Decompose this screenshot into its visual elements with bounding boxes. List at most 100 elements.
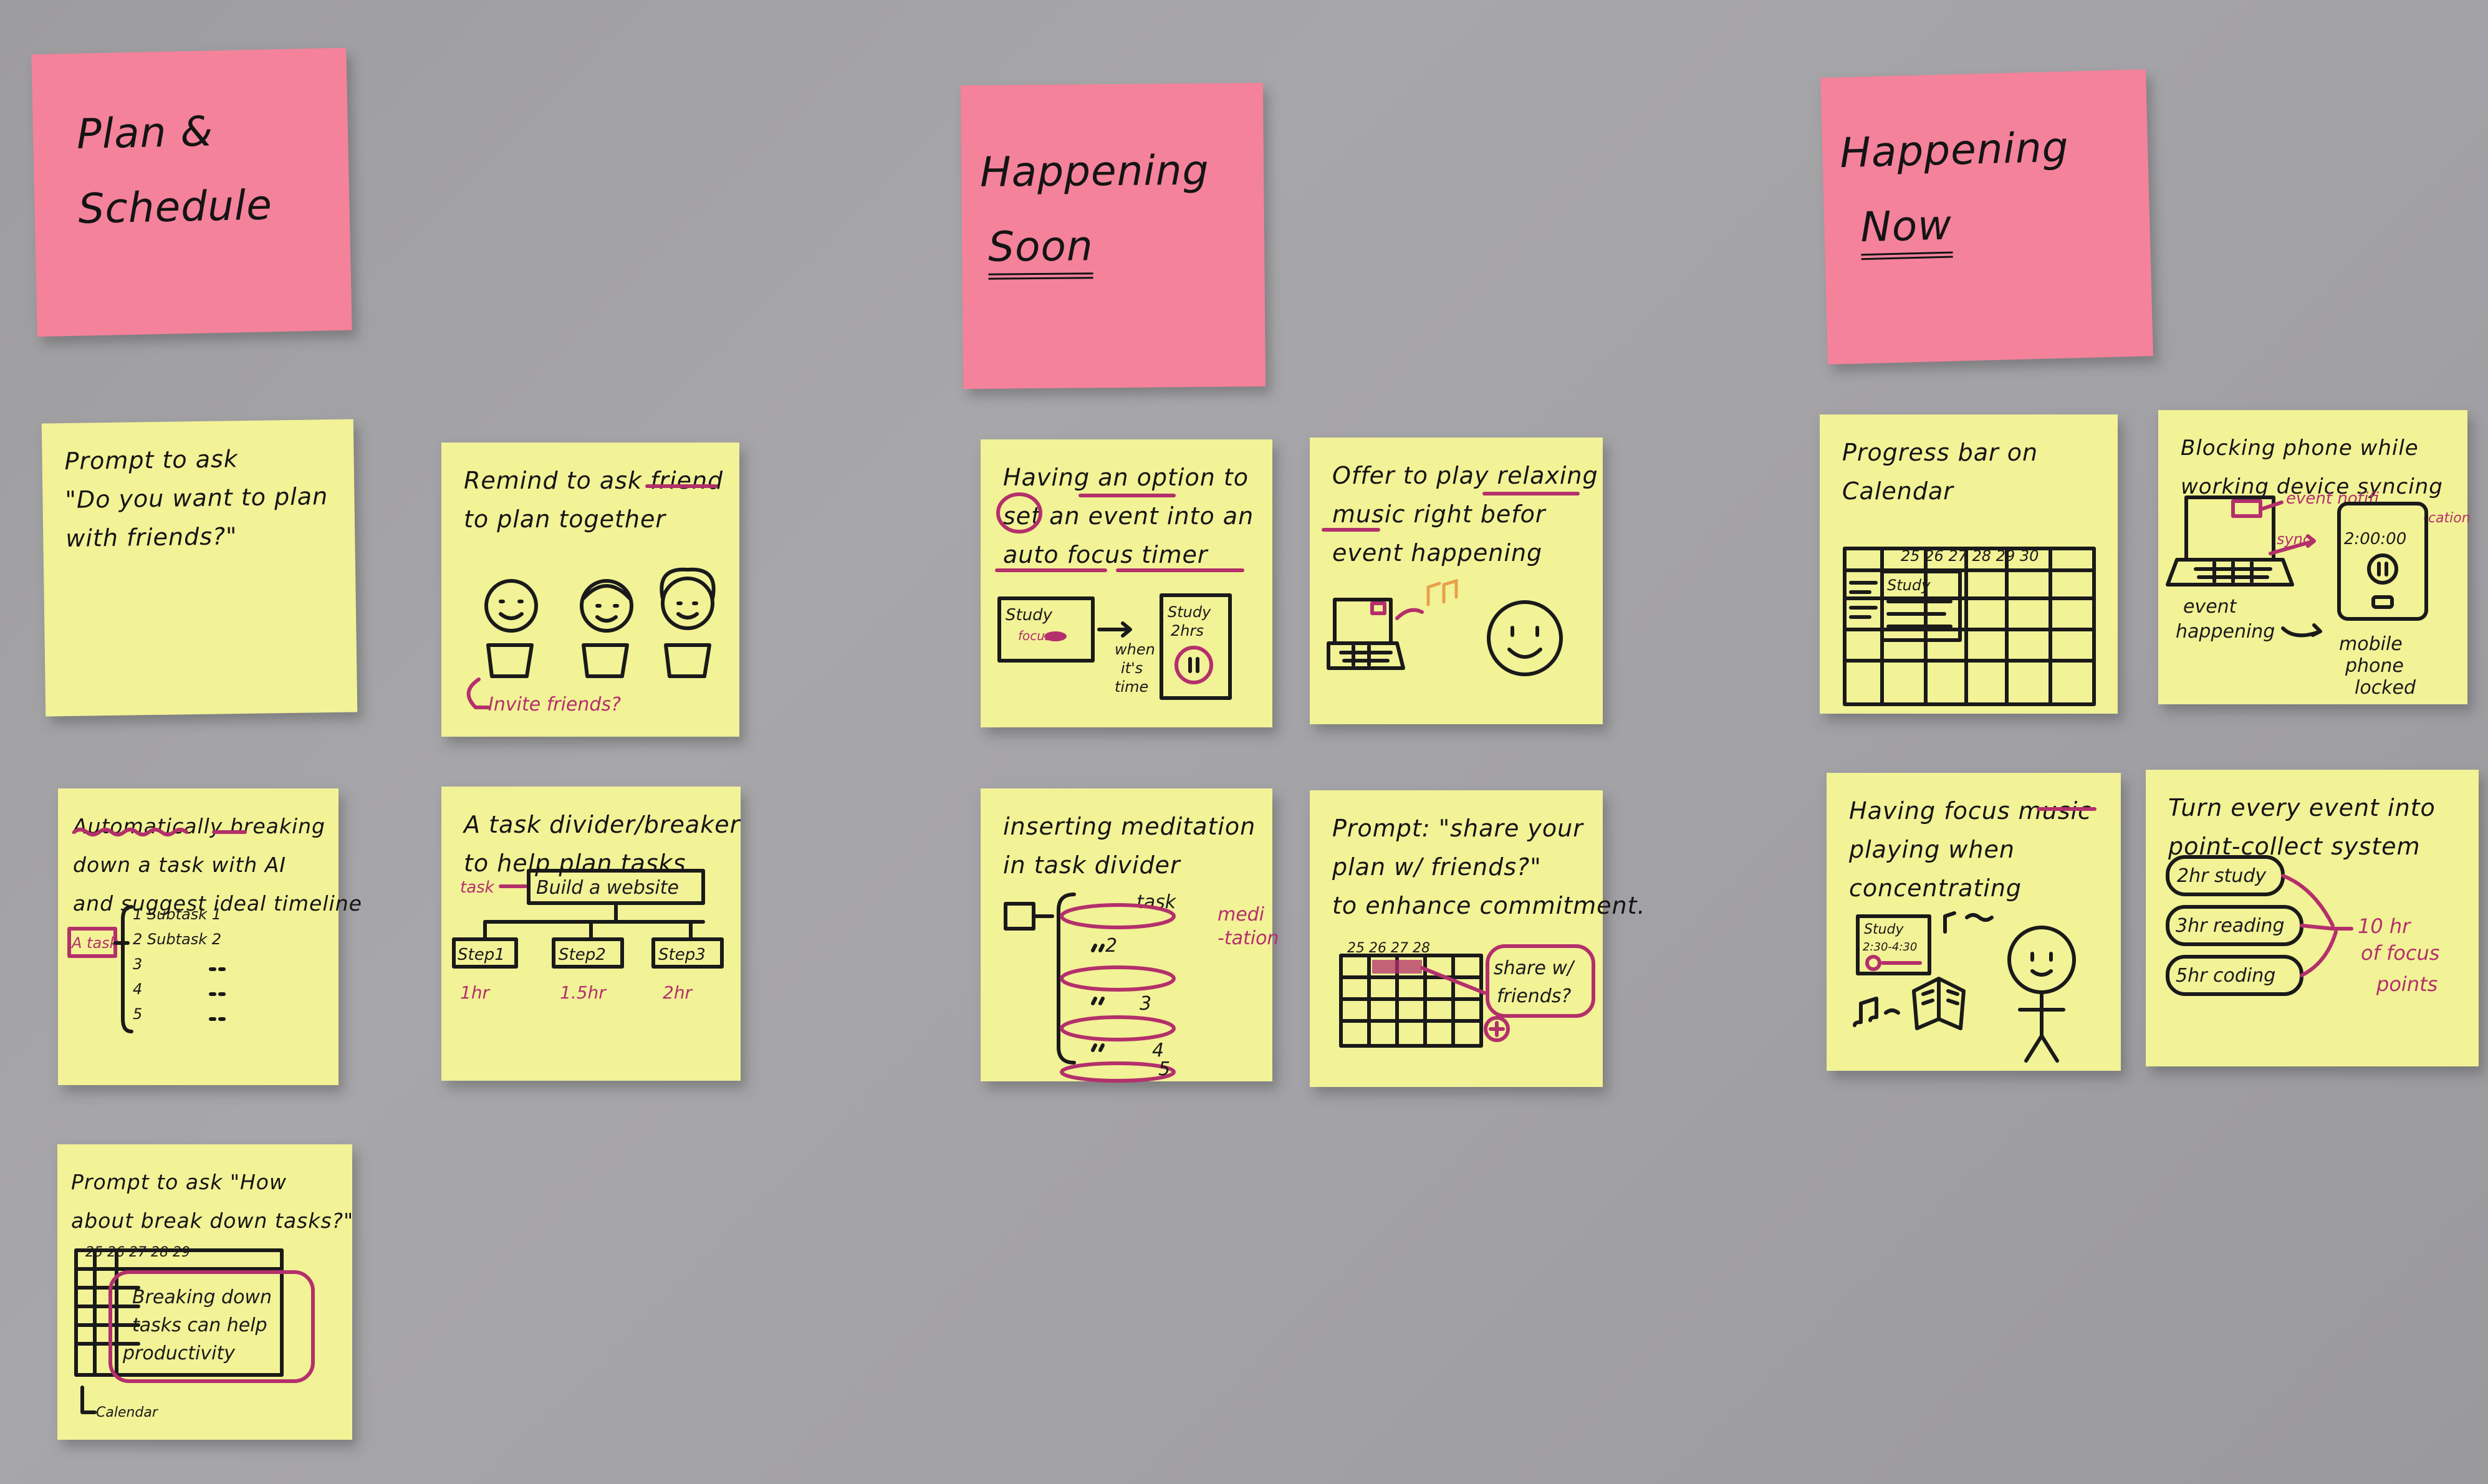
- note-line: Prompt: "share your: [1332, 815, 1583, 842]
- note-line: with friends?": [65, 522, 238, 552]
- sketch-label: -tation: [1218, 927, 1279, 949]
- note-text: Prompt to ask "Do you want to plan with …: [64, 438, 338, 558]
- sketch-label: 2:30-4:30: [1863, 941, 1917, 954]
- note-line: A task divider/breaker: [464, 811, 741, 838]
- sketch-label: 25 26 27 28 29: [85, 1245, 190, 1260]
- sketch-label: it's: [1121, 659, 1143, 677]
- share-calendar-sketch: 25 26 27 28 share w/ friends?: [1339, 941, 1595, 1048]
- sketch-label: 3: [133, 955, 142, 973]
- focus-music-sketch: Study 2:30-4:30: [1853, 807, 2097, 1063]
- header-happening-now-text: Happening Now: [1839, 110, 2072, 266]
- sketch-label: 2:00:00: [2344, 530, 2406, 548]
- sketch-label: 2hr: [663, 982, 693, 1003]
- note-text: Having an option to set an event into an…: [1003, 458, 1255, 574]
- header-line: Now: [1860, 201, 1953, 261]
- sketch-label: Study: [1887, 577, 1931, 594]
- sketch-label: A task: [70, 934, 119, 952]
- sketch-label: share w/: [1494, 957, 1575, 979]
- header-happening-soon-text: Happening Soon: [980, 133, 1210, 285]
- sticky-note-prompt-break-down-tasks: Prompt to ask "How about break down task…: [57, 1144, 354, 1440]
- sketch-label: 4: [1152, 1040, 1164, 1061]
- header-line: Happening: [979, 146, 1209, 196]
- task-breakdown-sketch: A task 1 Subtask 1 2 Subtask 2 3 4 5: [67, 828, 247, 1033]
- note-line: auto focus timer: [1003, 541, 1208, 568]
- note-line: Progress bar on: [1842, 439, 2039, 466]
- header-line: Plan &: [76, 107, 214, 158]
- sketch-label: 2 Subtask 2: [133, 931, 221, 948]
- note-text: Remind to ask friend to plan together: [464, 461, 724, 539]
- progress-calendar-sketch: 25 26 27 28 29 30 Study: [1843, 547, 2096, 706]
- sketch-label: 1hr: [460, 982, 491, 1003]
- sketch-label: of focus: [2361, 941, 2439, 965]
- note-line: playing when: [1849, 836, 2015, 863]
- header-line: Schedule: [77, 181, 273, 233]
- meditation-divider-sketch: task medi -tation 2 3 4 5: [1004, 891, 1279, 1083]
- note-line: in task divider: [1003, 851, 1181, 879]
- task-tree-sketch: task Build a website Step1 Step2 Step3 1…: [452, 869, 724, 1003]
- note-line: Turn every event into: [2168, 794, 2436, 821]
- device-sync-sketch: event notifi -cation sync 2:00:00 event …: [2166, 489, 2471, 699]
- sticky-note-point-collect-system: Turn every event into point-collect syst…: [2146, 770, 2479, 1066]
- note-line: Blocking phone while: [2181, 436, 2419, 461]
- sketch-label: happening: [2176, 621, 2275, 643]
- sketch-label: tasks can help: [132, 1314, 267, 1336]
- header-plan-schedule-text: Plan & Schedule: [76, 93, 273, 246]
- note-line: about break down tasks?": [71, 1209, 354, 1233]
- note-line: Calendar: [1842, 477, 1954, 505]
- sketch-label: friends?: [1497, 985, 1571, 1007]
- header-plan-schedule: Plan & Schedule: [31, 47, 352, 337]
- sketch-label: Study: [1864, 922, 1904, 937]
- note-line: and suggest ideal timeline: [73, 891, 362, 916]
- sketch-label: 2: [1105, 935, 1117, 957]
- sticky-note-task-divider: A task divider/breaker to help plan task…: [441, 787, 741, 1081]
- sketch-label: 3: [1140, 993, 1151, 1015]
- sticky-note-play-relaxing-music: Offer to play relaxing music right befor…: [1310, 438, 1603, 724]
- sticky-note-prompt-share-plan: Prompt: "share your plan w/ friends?" to…: [1310, 790, 1645, 1087]
- note-line: to plan together: [464, 505, 666, 533]
- sticky-note-auto-break-down-task: Automatically breaking down a task with …: [58, 788, 362, 1085]
- note-text: Progress bar on Calendar: [1842, 433, 2100, 510]
- sketch-label: event: [2183, 596, 2237, 618]
- sketch-label: Build a website: [536, 877, 679, 899]
- note-line: event happening: [1332, 539, 1543, 567]
- sketch-label: points: [2376, 972, 2438, 996]
- sticky-note-meditation-task-divider: inserting meditation in task divider tas…: [981, 788, 1279, 1083]
- sketch-label: Step2: [559, 945, 606, 964]
- note-line: plan w/ friends?": [1332, 853, 1542, 881]
- sketch-label: 5hr coding: [2176, 965, 2275, 987]
- sketch-label: 3hr reading: [2176, 915, 2285, 937]
- focus-points-sketch: 2hr study 3hr reading 5hr coding 10 hr o…: [2166, 855, 2439, 996]
- note-line: working device syncing: [2181, 474, 2443, 499]
- note-line: Remind to ask friend: [464, 467, 724, 494]
- header-happening-soon: Happening Soon: [960, 82, 1266, 390]
- sticky-note-focus-music: Having focus music playing when concentr…: [1827, 773, 2121, 1071]
- sticky-note-blocking-phone: Blocking phone while working device sync…: [2158, 410, 2471, 704]
- sketch-label: Study: [1006, 606, 1053, 625]
- header-line: Soon: [987, 222, 1094, 280]
- music-laptop-sketch: [1322, 492, 1580, 676]
- note-text: Blocking phone while working device sync…: [2181, 429, 2450, 506]
- sketch-label: phone: [2345, 655, 2404, 677]
- sketch-label: Calendar: [96, 1405, 159, 1420]
- note-text: inserting meditation in task divider: [1003, 807, 1255, 884]
- sketch-label: Breaking down: [132, 1286, 272, 1308]
- note-line: Prompt to ask "How: [71, 1170, 287, 1194]
- sketch-label: 2hr study: [2177, 865, 2267, 887]
- note-line: down a task with AI: [73, 853, 287, 877]
- sticky-note-auto-focus-timer: Having an option to set an event into an…: [981, 439, 1272, 727]
- note-line: Having an option to: [1003, 464, 1249, 491]
- sticky-note-prompt-plan-with-friends: Prompt to ask "Do you want to plan with …: [41, 419, 358, 717]
- sketch-label: Step3: [658, 945, 706, 964]
- note-line: set an event into an: [1003, 502, 1254, 530]
- focus-timer-sketch: Study focus Study 2hrs when it's time: [995, 492, 1244, 700]
- sketch-label: 25 26 27 28: [1347, 941, 1430, 956]
- sketch-label: 10 hr: [2358, 914, 2411, 938]
- sketch-label: time: [1115, 678, 1148, 696]
- sketch-label: 1.5hr: [560, 982, 607, 1003]
- note-text: Offer to play relaxing music right befor…: [1332, 456, 1598, 572]
- sketch-label: -cation: [2423, 510, 2471, 526]
- sketch-label: 2hrs: [1171, 622, 1204, 639]
- three-friends-sketch: Invite friends?: [466, 484, 718, 716]
- note-line: "Do you want to plan: [65, 482, 329, 514]
